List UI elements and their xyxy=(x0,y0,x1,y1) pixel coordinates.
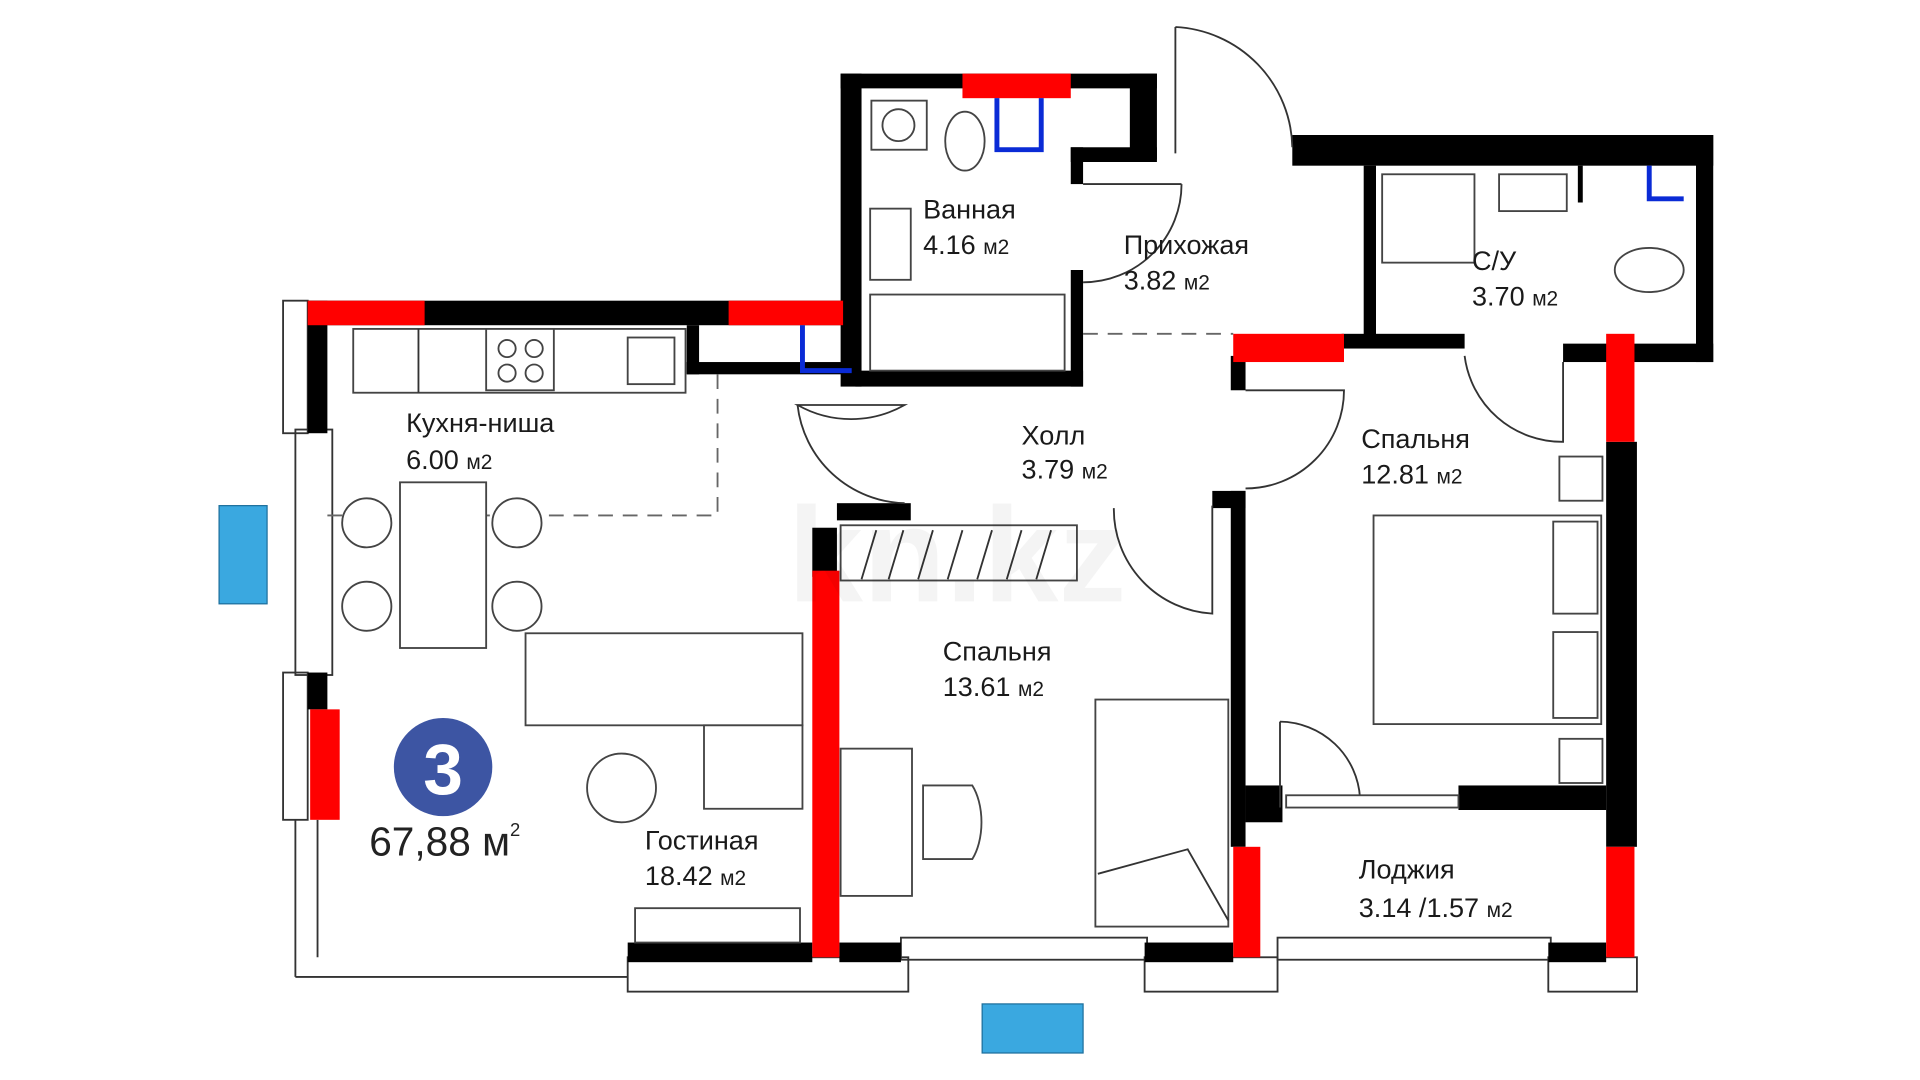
area-unit: м2 xyxy=(1018,678,1044,701)
doors xyxy=(794,26,1564,808)
total-area-superscript: 2 xyxy=(510,819,520,840)
area-unit: м2 xyxy=(1082,461,1108,484)
area-unit: м2 xyxy=(720,867,746,890)
area-unit: м2 xyxy=(983,236,1009,259)
room-area: 4.16 xyxy=(923,230,976,260)
area-unit: м2 xyxy=(466,451,492,474)
svg-text:6.00 м2: 6.00 м2 xyxy=(406,445,492,475)
room-name: С/У xyxy=(1472,246,1517,276)
room-area: 3.14 /1.57 xyxy=(1359,893,1479,923)
total-area: 67,88 м2 xyxy=(369,818,520,864)
svg-text:4.16 м2: 4.16 м2 xyxy=(923,230,1009,260)
room-name: Спальня xyxy=(1361,424,1470,454)
total-area-unit: м xyxy=(482,818,510,864)
furniture xyxy=(341,99,1685,944)
window-marker-west xyxy=(218,505,268,605)
svg-text:13.61 м2: 13.61 м2 xyxy=(943,672,1044,702)
svg-text:3.79 м2: 3.79 м2 xyxy=(1022,455,1108,485)
utility-shafts xyxy=(800,98,1684,374)
room-label-wc: С/У 3.70 м2 xyxy=(1472,246,1558,312)
room-name: Холл xyxy=(1022,420,1086,450)
room-area: 6.00 xyxy=(406,445,459,475)
watermark: kn.kz xyxy=(788,480,1127,631)
room-name: Прихожая xyxy=(1124,230,1249,260)
room-label-living: Гостиная 18.42 м2 xyxy=(645,825,759,891)
svg-text:18.42 м2: 18.42 м2 xyxy=(645,861,746,891)
highlighted-walls xyxy=(307,73,1635,958)
area-unit: м2 xyxy=(1436,466,1462,489)
room-area: 3.82 xyxy=(1124,266,1177,296)
kitchen-zone-line xyxy=(327,374,719,517)
svg-text:3.70 м2: 3.70 м2 xyxy=(1472,282,1558,312)
rooms-count-badge: 3 xyxy=(393,717,493,817)
room-area: 13.61 xyxy=(943,672,1011,702)
area-unit: м2 xyxy=(1532,288,1558,311)
room-label-hall: Холл 3.79 м2 xyxy=(1022,420,1108,484)
room-area: 3.79 xyxy=(1022,455,1075,485)
svg-text:12.81 м2: 12.81 м2 xyxy=(1361,460,1462,490)
room-label-entrance: Прихожая 3.82 м2 xyxy=(1124,230,1249,296)
room-name: Ванная xyxy=(923,194,1016,224)
room-area: 12.81 xyxy=(1361,460,1429,490)
svg-text:3.82 м2: 3.82 м2 xyxy=(1124,266,1210,296)
room-label-bedroom-2: Спальня 13.61 м2 xyxy=(943,636,1052,702)
room-name: Кухня-ниша xyxy=(406,408,555,438)
room-name: Гостиная xyxy=(645,825,759,855)
room-area: 3.70 xyxy=(1472,282,1525,312)
area-unit: м2 xyxy=(1487,899,1513,922)
room-name: Лоджия xyxy=(1359,855,1455,885)
room-label-loggia: Лоджия 3.14 /1.57 м2 xyxy=(1359,855,1513,923)
window-marker-south xyxy=(981,1003,1084,1054)
svg-text:3.14 /1.57 м2: 3.14 /1.57 м2 xyxy=(1359,893,1513,923)
room-area: 18.42 xyxy=(645,861,713,891)
rooms-count: 3 xyxy=(423,730,463,810)
total-area-value: 67,88 xyxy=(369,818,471,864)
area-unit: м2 xyxy=(1184,272,1210,295)
room-name: Спальня xyxy=(943,636,1052,666)
room-label-kitchen: Кухня-ниша 6.00 м2 xyxy=(406,408,555,475)
room-label-bathroom: Ванная 4.16 м2 xyxy=(923,194,1016,260)
room-label-bedroom-1: Спальня 12.81 м2 xyxy=(1361,424,1470,490)
